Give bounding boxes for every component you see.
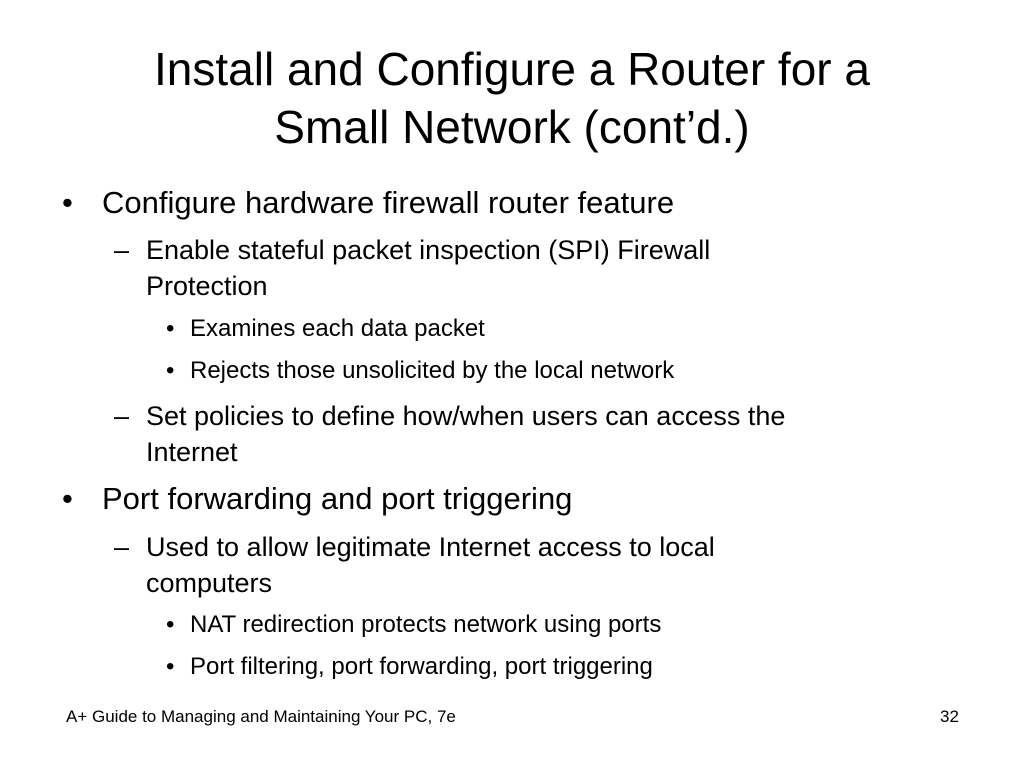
sub-sub-bullet-text: Examines each data packet [190,315,485,342]
sub-sub-bullet-text: Port filtering, port forwarding, port tr… [190,653,653,680]
slide-title-line-2: Small Network (cont’d.) [274,101,750,153]
bullet-marker: • [166,357,175,384]
sub-bullet-text-line-1: Enable stateful packet inspection (SPI) … [146,235,711,265]
dash-marker: – [114,401,130,431]
sub-bullet-text-line-2: Internet [146,437,238,467]
sub-bullet-text-line-1: Set policies to define how/when users ca… [146,401,786,431]
dash-marker: – [114,235,130,265]
bullet-marker: • [62,185,73,220]
slide-title: Install and Configure a Router for a Sma… [60,40,964,156]
sub-bullet-text-line-1: Used to allow legitimate Internet access… [146,532,715,562]
footer-page-number: 32 [940,707,959,726]
slide-title-line-1: Install and Configure a Router for a [154,43,870,95]
sub-sub-bullet-text: NAT redirection protects network using p… [190,611,662,638]
bullet-marker: • [62,481,73,516]
bullet-list: • Configure hardware firewall router fea… [62,185,786,680]
bullet-text: Port forwarding and port triggering [102,481,573,516]
sub-bullet-text-line-2: computers [146,568,273,598]
sub-sub-bullet-text: Rejects those unsolicited by the local n… [190,357,675,384]
footer-book-title: A+ Guide to Managing and Maintaining You… [66,707,456,726]
bullet-marker: • [166,315,175,342]
bullet-marker: • [166,611,175,638]
bullet-text: Configure hardware firewall router featu… [102,185,675,220]
bullet-marker: • [166,653,175,680]
sub-bullet-text-line-2: Protection [146,271,268,301]
dash-marker: – [114,532,130,562]
